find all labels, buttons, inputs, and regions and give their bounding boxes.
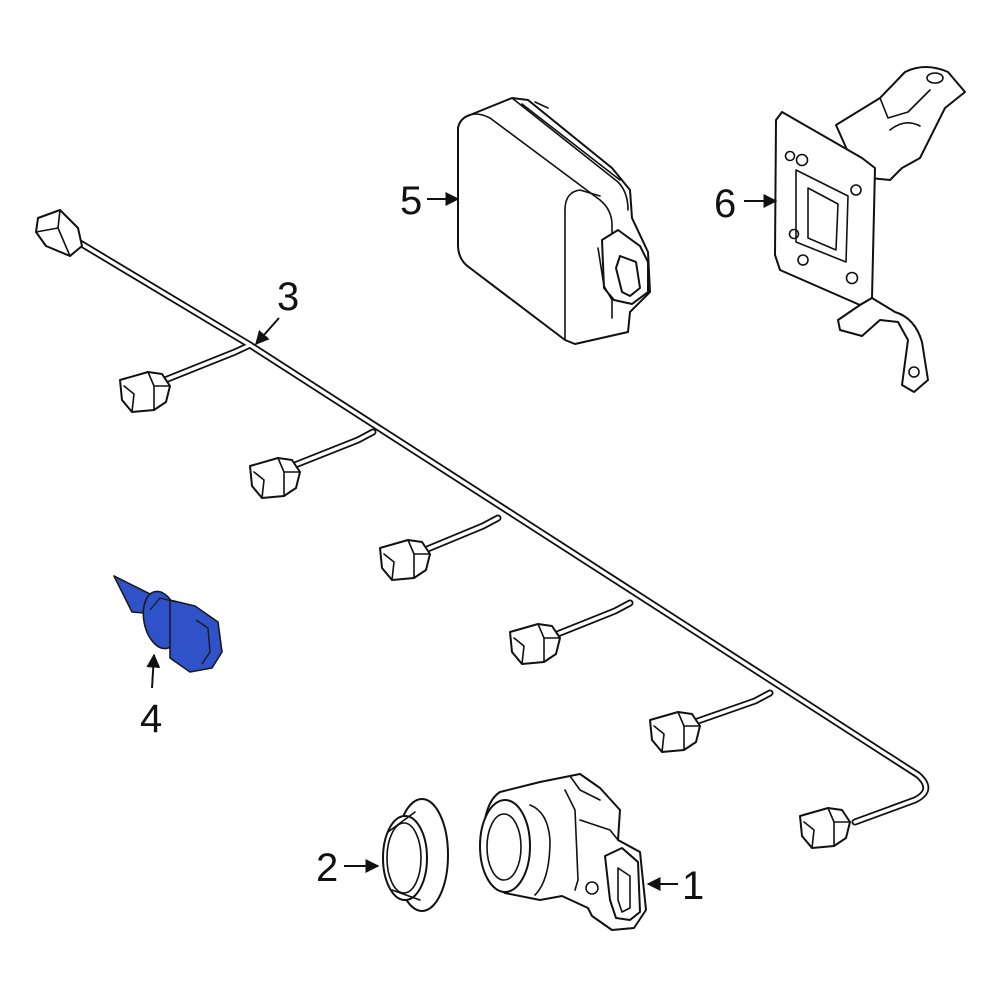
parking-sensor-icon[interactable] [479,773,647,931]
harness-branch-connector [509,623,561,665]
harness-branch-connector [249,457,301,499]
svg-text:1: 1 [682,864,704,908]
callout-2: 2 [316,846,380,890]
module-mounting-bracket-icon[interactable] [774,66,966,393]
wiring-harness-icon[interactable] [35,209,930,849]
harness-branch-connector [119,371,171,413]
svg-text:5: 5 [400,179,422,223]
control-module-icon[interactable] [457,97,651,345]
sensor-bracket-clip-icon[interactable] [113,575,223,673]
harness-branch-connector [799,807,851,849]
callout-4: 4 [140,653,162,741]
callout-5: 5 [400,179,460,223]
harness-end-connector [35,209,83,257]
svg-text:6: 6 [714,182,736,226]
sensor-retainer-ring-icon[interactable] [382,798,449,912]
svg-text:3: 3 [277,275,299,319]
callout-1: 1 [646,864,704,908]
harness-branch-connector [379,539,431,581]
callout-6: 6 [714,182,778,226]
callout-3: 3 [255,275,299,346]
svg-text:2: 2 [316,846,338,890]
svg-text:4: 4 [140,697,162,741]
harness-branch-connector [649,711,701,753]
